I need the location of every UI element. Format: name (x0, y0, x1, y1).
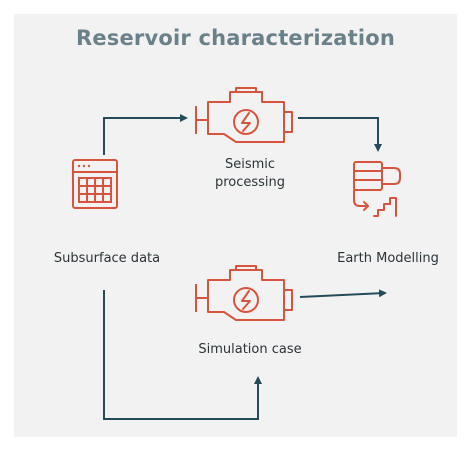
diagram-title: Reservoir characterization (75, 26, 396, 50)
data-table-icon (72, 159, 118, 209)
node-label-seismic-line1: Seismic (224, 157, 276, 172)
node-label-seismic-line2: processing (214, 175, 286, 190)
arrow-subsurface-to-simulation (103, 290, 262, 420)
arrow-subsurface-to-seismic (103, 114, 188, 155)
database-chart-icon (353, 161, 401, 217)
engine-bolt-icon (195, 87, 293, 143)
diagram-card (14, 14, 457, 437)
node-label-seismic: Seismic processing (205, 156, 295, 192)
node-label-subsurface: Subsurface data (53, 251, 161, 266)
node-label-earth: Earth Modelling (337, 251, 439, 266)
arrow-simulation-to-earth (299, 289, 387, 298)
engine-bolt-icon (195, 265, 293, 321)
arrow-seismic-to-earth (298, 117, 382, 152)
node-label-simulation: Simulation case (198, 342, 302, 357)
